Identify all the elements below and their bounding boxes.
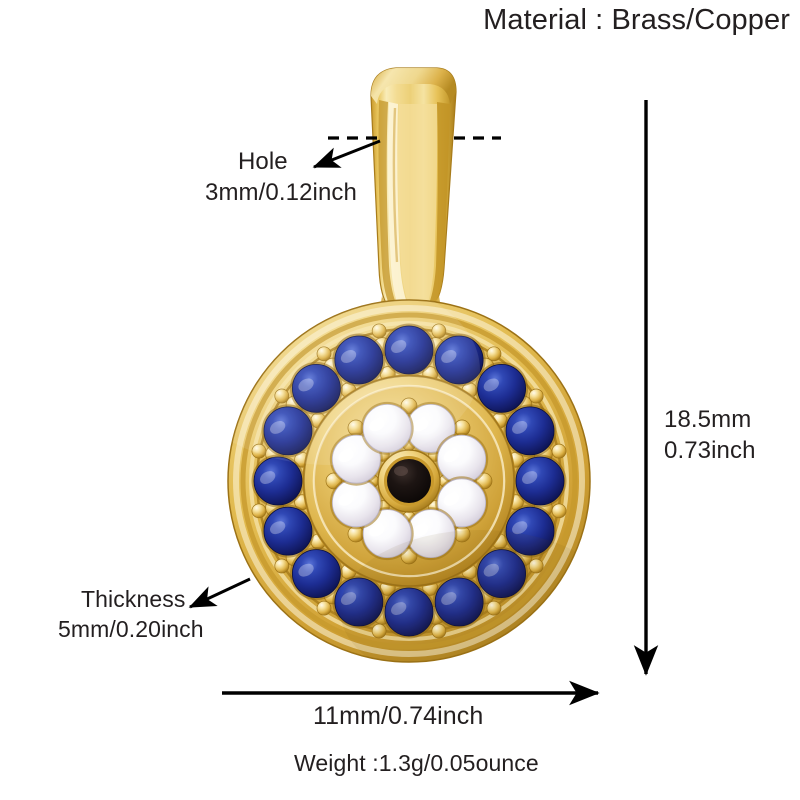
stone-sparkle — [441, 350, 457, 363]
white-stone — [362, 509, 412, 559]
height-label-inch: 0.73inch — [664, 437, 756, 464]
stone-sparkle — [512, 420, 528, 434]
weight-label: Weight :1.3g/0.05ounce — [294, 750, 539, 776]
gold-bead — [316, 600, 332, 616]
stone-sparkle — [338, 492, 354, 506]
gold-bead — [371, 623, 387, 639]
stone-sparkle — [443, 449, 459, 463]
blue-stone — [291, 549, 341, 599]
blue-stone — [505, 506, 555, 556]
blue-stone — [384, 587, 434, 637]
stone-sparkle — [391, 340, 407, 353]
blue-stone — [434, 577, 484, 627]
white-stone — [437, 478, 487, 528]
stone-sparkle — [340, 350, 357, 363]
blue-stone — [334, 335, 384, 385]
stone-sparkle — [260, 471, 276, 484]
stone-sparkle — [270, 420, 286, 434]
stone-sparkle — [412, 418, 429, 432]
thickness-pointer-arrow — [188, 577, 251, 609]
gold-bead — [371, 323, 387, 339]
blue-stone — [253, 456, 303, 506]
stone-sparkle — [270, 521, 286, 535]
gold-bead — [251, 443, 267, 459]
hole-pointer-arrow — [312, 139, 381, 169]
stone-sparkle — [412, 523, 429, 537]
stone-sparkle — [483, 378, 499, 392]
gold-bead — [528, 388, 544, 404]
stone-sparkle — [340, 592, 357, 606]
blue-stone-ring — [251, 323, 567, 639]
width-label: 11mm/0.74inch — [313, 702, 484, 730]
stone-sparkle — [298, 378, 314, 392]
blue-stone — [291, 363, 341, 413]
stone-sparkle — [441, 592, 457, 606]
stone-sparkle — [369, 418, 385, 432]
hole-label-value: 3mm/0.12inch — [205, 179, 357, 206]
white-stone-ring — [329, 401, 489, 561]
blue-stone — [434, 335, 484, 385]
gold-bead — [431, 323, 447, 339]
stone-sparkle — [483, 563, 499, 577]
blue-stone — [263, 406, 313, 456]
blue-stone — [477, 549, 527, 599]
stone-sparkle — [443, 492, 459, 506]
blue-stone — [477, 363, 527, 413]
pendant-disc — [227, 299, 591, 663]
stone-sparkle — [512, 521, 528, 535]
center-black-stone — [377, 449, 441, 513]
blue-stone — [515, 456, 565, 506]
gold-bead — [528, 558, 544, 574]
blue-stone — [263, 506, 313, 556]
material-label: Material : Brass/Copper — [483, 4, 790, 36]
thickness-label-title: Thickness — [81, 586, 186, 612]
blue-stone — [384, 325, 434, 375]
stone-sparkle — [369, 523, 385, 537]
gold-bead — [274, 388, 290, 404]
hole-label-title: Hole — [238, 148, 288, 175]
gold-bead — [274, 558, 290, 574]
stone-sparkle — [391, 602, 407, 615]
pendant-bail — [370, 67, 457, 321]
blue-stone — [505, 406, 555, 456]
stone-sparkle — [298, 563, 314, 577]
white-stone — [362, 403, 412, 453]
gold-bead — [431, 623, 447, 639]
white-stone — [331, 434, 381, 484]
stone-sparkle — [338, 449, 354, 463]
gold-bead — [551, 503, 567, 519]
height-label-mm: 18.5mm — [664, 406, 752, 433]
gold-bead — [316, 346, 332, 362]
gold-bead — [486, 600, 502, 616]
thickness-label-value: 5mm/0.20inch — [58, 616, 204, 642]
stone-sparkle — [522, 471, 538, 484]
gold-bead — [551, 443, 567, 459]
gold-bead — [251, 503, 267, 519]
gold-bead — [486, 346, 502, 362]
blue-stone — [334, 577, 384, 627]
